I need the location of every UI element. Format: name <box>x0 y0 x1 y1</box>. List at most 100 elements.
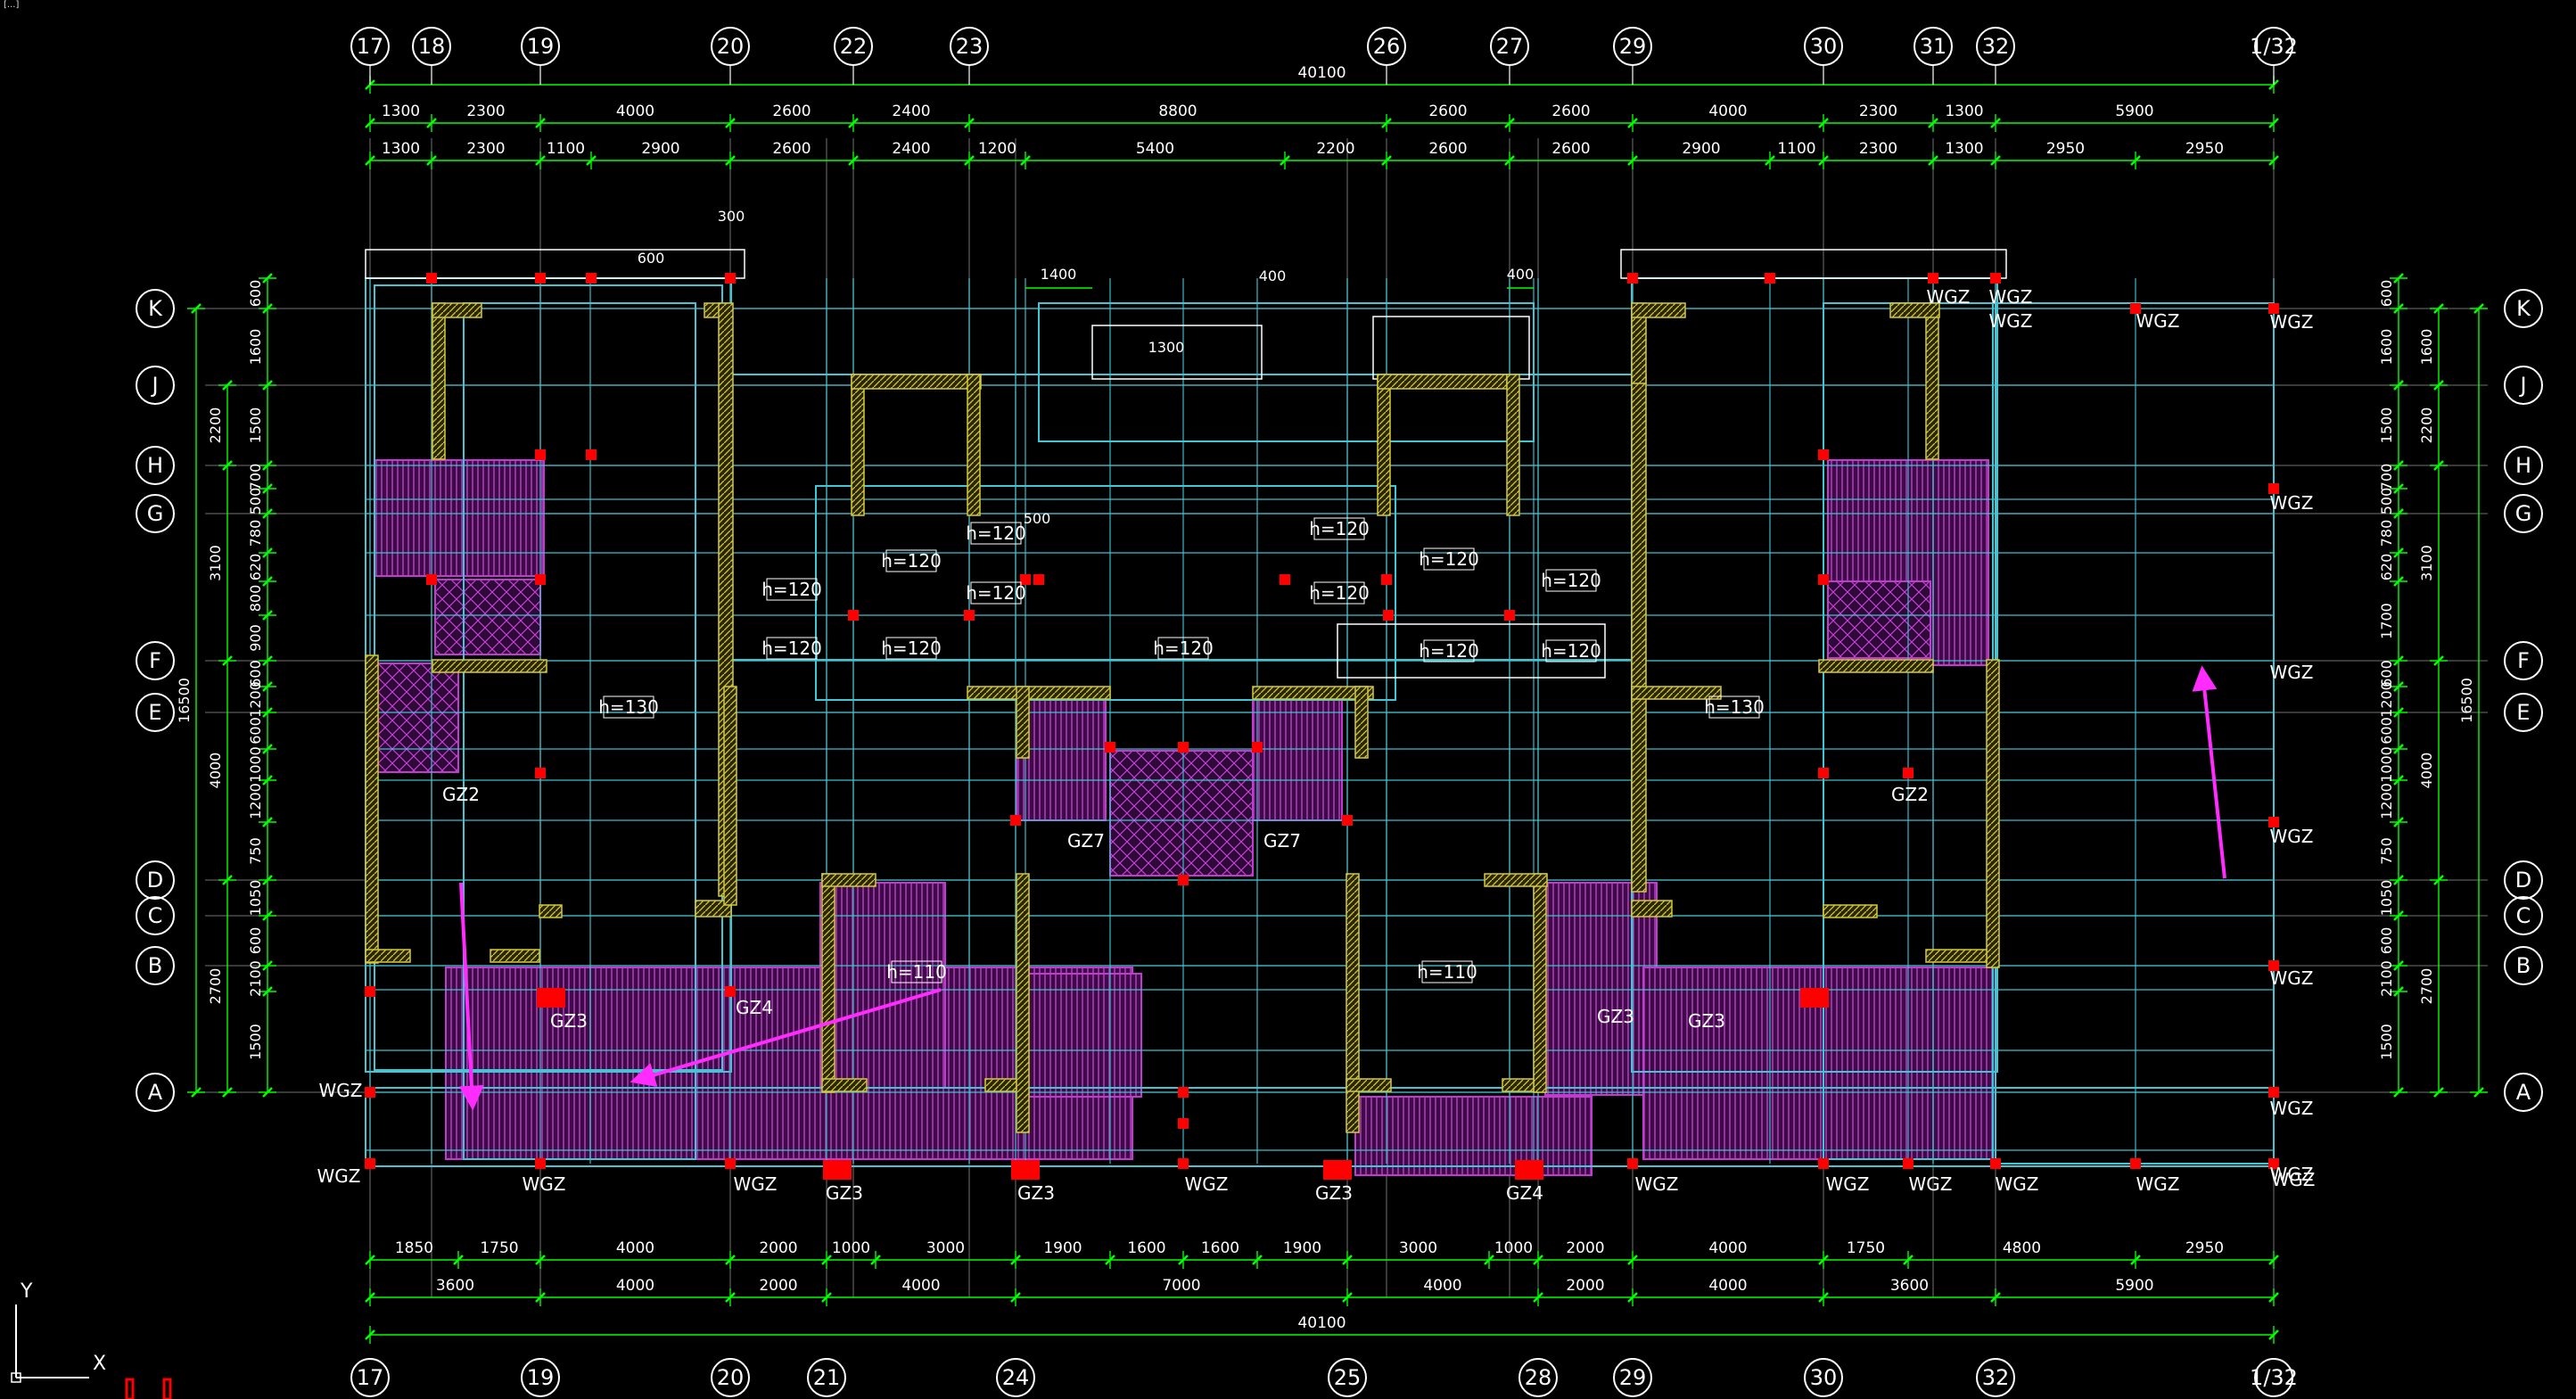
column-marker <box>2130 1158 2141 1169</box>
axis-bubble-left-label: E <box>148 700 161 725</box>
column-tag: WGZ <box>1909 1173 1953 1195</box>
dim-slash <box>1381 155 1392 166</box>
column-tag: WGZ <box>734 1173 778 1195</box>
dim-slash <box>2433 655 2444 666</box>
dim-slash <box>725 1292 736 1303</box>
dim-text: 600 <box>2378 927 2395 955</box>
axis-bubble-right-circle <box>2504 896 2543 935</box>
dim-slash <box>222 1087 233 1098</box>
opening-outline <box>1337 623 1606 679</box>
dim-text: 1600 <box>247 329 264 366</box>
axis-bubble-right-label: F <box>2517 648 2530 673</box>
dim-text: 2600 <box>1551 103 1590 120</box>
dim-text: 2900 <box>641 140 679 158</box>
slab-hatch-region <box>819 882 946 1089</box>
dim-slash <box>535 155 546 166</box>
column-tag: WGZ <box>523 1173 566 1195</box>
dim-text: 1000 <box>1494 1239 1533 1257</box>
dim-slash <box>191 303 202 314</box>
dim-slash <box>426 118 437 128</box>
slab-crosshatch-region <box>1827 580 1931 659</box>
layer-annotation-arrows <box>458 665 2226 1111</box>
axis-bubble-bottom-label: 32 <box>1982 1365 2010 1390</box>
axis-bubble-right-label: K <box>2516 296 2531 321</box>
dim-text: 4000 <box>901 1277 940 1295</box>
shear-wall <box>967 686 1111 700</box>
column-tag: GZ7 <box>1067 830 1105 852</box>
slab-thickness-label: h=120 <box>1419 640 1479 662</box>
dim-slash <box>2433 460 2444 471</box>
column-marker <box>365 1158 375 1169</box>
column-tag: WGZ <box>2270 967 2314 989</box>
column-marker <box>1178 1087 1189 1098</box>
column-marker <box>426 273 437 284</box>
axis-bubble-bottom-label: 25 <box>1334 1365 1362 1390</box>
dim-slash <box>2393 910 2404 921</box>
column-marker <box>964 610 975 621</box>
drawing-tab[interactable]: [...] <box>4 0 20 10</box>
column-tag: WGZ <box>2270 311 2314 333</box>
slab-label-box <box>1545 569 1597 592</box>
dim-slash <box>821 1255 832 1265</box>
axis-bubble-top-label: 23 <box>956 34 983 59</box>
column-marker <box>848 610 859 621</box>
dim-slash <box>2393 273 2404 284</box>
dim-slash <box>1178 1255 1189 1265</box>
dim-text: 2100 <box>2378 960 2395 997</box>
dim-slash <box>2393 960 2404 971</box>
dim-text: 1100 <box>1777 140 1815 158</box>
shear-wall <box>851 374 865 516</box>
dim-slash <box>1280 155 1290 166</box>
dim-text: 3000 <box>926 1239 965 1257</box>
slab-label-box <box>1423 639 1475 662</box>
shear-wall <box>432 302 446 460</box>
axis-bubble-right-label: C <box>2516 903 2531 928</box>
dim-text: 4000 <box>616 103 654 120</box>
column-marker <box>2268 960 2279 971</box>
axis-bubble-bottom-circle <box>2254 1358 2293 1397</box>
dim-slash <box>848 118 859 128</box>
dim-slash <box>262 986 273 997</box>
dim-text: 2900 <box>1682 140 1720 158</box>
dim-slash <box>191 1087 202 1098</box>
dim-slash <box>1342 1292 1353 1303</box>
axis-bubble-bottom-label: 29 <box>1619 1365 1647 1390</box>
dim-text: 1600 <box>2418 329 2435 366</box>
dim-slash <box>1818 118 1829 128</box>
shear-wall <box>1823 904 1878 918</box>
dim-slash <box>262 547 273 558</box>
axis-bubble-top-label: 20 <box>717 34 745 59</box>
axis-bubble-right-circle <box>2504 366 2543 405</box>
layer-walls <box>365 302 2000 1133</box>
slab-crosshatch-region <box>1109 750 1254 876</box>
slab-label-box <box>1545 639 1597 662</box>
axis-bubble-right-circle <box>2504 946 2543 985</box>
axis-bubble-top-label: 26 <box>1373 34 1401 59</box>
dim-slash <box>2473 1087 2484 1098</box>
slab-thickness-label: h=120 <box>966 582 1026 604</box>
dim-slash <box>262 655 273 666</box>
dim-slash <box>2393 875 2404 885</box>
column-marker <box>1765 273 1775 284</box>
column-marker <box>1033 574 1044 585</box>
slab-thickness-label: h=120 <box>1309 518 1370 539</box>
dim-text: 1300 <box>1945 140 1983 158</box>
column-gz3 <box>1011 1160 1040 1180</box>
dim-slash <box>1627 155 1638 166</box>
dim-slash <box>2473 303 2484 314</box>
slab-crosshatch-region <box>374 662 459 773</box>
dim-text: 1000 <box>247 746 264 783</box>
dim-text: 620 <box>2378 554 2395 581</box>
axis-bubble-right-circle <box>2504 494 2543 533</box>
dim-text: 3100 <box>207 545 224 581</box>
dim-slash <box>725 118 736 128</box>
dim-text: 1500 <box>247 1024 264 1060</box>
annotation-arrow <box>458 882 484 1111</box>
axis-bubble-right-label: E <box>2516 700 2530 725</box>
slab-thickness-label: h=130 <box>598 696 659 718</box>
shear-wall <box>1533 873 1547 1093</box>
dim-slash <box>1903 1255 1913 1265</box>
column-marker <box>586 449 597 460</box>
dim-text: 2700 <box>2418 968 2435 1005</box>
